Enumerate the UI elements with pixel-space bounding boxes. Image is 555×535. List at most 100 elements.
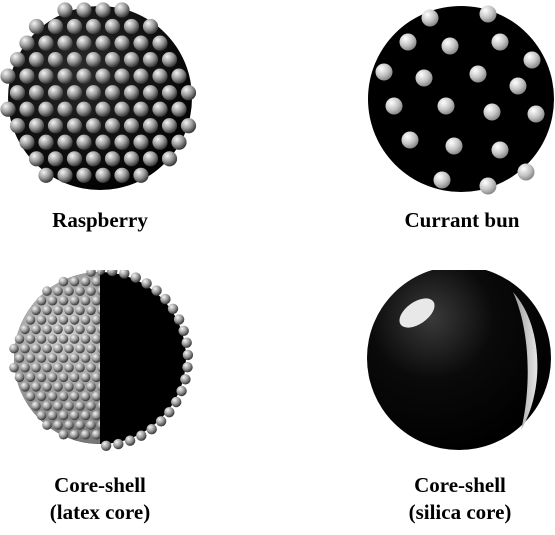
surface-bead: [19, 102, 34, 117]
inclusion-dot: [416, 70, 433, 87]
latex-bead: [31, 382, 41, 392]
latex-bead: [70, 315, 80, 325]
surface-bead: [124, 151, 139, 166]
latex-bead: [53, 306, 63, 316]
inclusion-dot: [386, 98, 403, 115]
surface-bead: [38, 102, 53, 117]
latex-bead: [92, 277, 102, 287]
surface-bead: [105, 52, 120, 67]
raspberry-particle-diagram: [0, 0, 210, 200]
latex-bead: [31, 306, 41, 316]
surface-bead: [171, 135, 186, 150]
surface-bead: [86, 118, 101, 133]
latex-bead: [37, 334, 47, 344]
latex-bead: [59, 296, 69, 306]
currant-bun-particle-diagram: [350, 0, 555, 200]
latex-bead: [59, 411, 69, 421]
latex-bead: [86, 344, 96, 354]
currant-bun-caption: Currant bun: [372, 207, 552, 234]
inclusion-dot: [524, 52, 541, 69]
rim-bead: [101, 441, 111, 451]
rim-bead: [180, 374, 190, 384]
surface-bead: [86, 151, 101, 166]
surface-bead: [114, 135, 129, 150]
latex-bead: [64, 325, 74, 335]
surface-bead: [95, 168, 110, 183]
core-shell-silica-caption: Core-shell (silica core): [365, 472, 555, 526]
surface-bead: [124, 19, 139, 34]
surface-bead: [38, 168, 53, 183]
latex-bead: [20, 344, 30, 354]
latex-bead: [64, 420, 74, 430]
latex-bead: [20, 382, 30, 392]
inclusion-dot: [480, 6, 497, 23]
rim-bead: [156, 416, 166, 426]
latex-bead: [59, 430, 69, 440]
surface-bead: [57, 135, 72, 150]
latex-bead: [31, 325, 41, 335]
latex-bead: [48, 373, 58, 383]
surface-bead: [143, 85, 158, 100]
latex-bead: [37, 373, 47, 383]
surface-bead: [114, 36, 129, 51]
surface-bead: [143, 151, 158, 166]
rim-bead: [182, 362, 192, 372]
latex-bead: [48, 315, 58, 325]
surface-bead: [105, 151, 120, 166]
rim-bead: [164, 407, 174, 417]
latex-bead: [70, 392, 80, 402]
raspberry-caption: Raspberry: [0, 207, 200, 234]
latex-bead: [42, 420, 52, 430]
inclusion-dot: [480, 178, 497, 195]
latex-bead: [92, 430, 102, 440]
surface-bead: [152, 36, 167, 51]
latex-bead: [42, 306, 52, 316]
surface-bead: [133, 69, 148, 84]
surface-bead: [86, 52, 101, 67]
surface-bead: [143, 52, 158, 67]
caption-line-2: (silica core): [365, 499, 555, 526]
surface-bead: [48, 151, 63, 166]
inclusion-dot: [484, 104, 501, 121]
surface-bead: [10, 118, 25, 133]
rim-bead: [160, 294, 170, 304]
rim-bead: [183, 350, 193, 360]
surface-bead: [29, 19, 44, 34]
inclusion-dot: [402, 132, 419, 149]
latex-bead: [75, 325, 85, 335]
surface-bead: [67, 52, 82, 67]
latex-bead: [70, 353, 80, 363]
latex-bead: [59, 353, 69, 363]
latex-bead: [26, 392, 36, 402]
surface-bead: [67, 19, 82, 34]
latex-bead: [37, 353, 47, 363]
latex-bead: [59, 392, 69, 402]
latex-bead: [92, 334, 102, 344]
inclusion-dot: [492, 34, 509, 51]
surface-bead: [105, 85, 120, 100]
latex-bead: [70, 373, 80, 383]
rim-bead: [168, 304, 178, 314]
surface-bead: [114, 102, 129, 117]
surface-bead: [38, 69, 53, 84]
surface-bead: [57, 69, 72, 84]
latex-bead: [42, 382, 52, 392]
surface-bead: [162, 151, 177, 166]
latex-bead: [64, 344, 74, 354]
rim-bead: [176, 386, 186, 396]
surface-bead: [29, 118, 44, 133]
surface-bead: [38, 36, 53, 51]
rim-bead: [182, 338, 192, 348]
latex-bead: [64, 306, 74, 316]
latex-bead: [37, 315, 47, 325]
surface-bead: [95, 102, 110, 117]
latex-bead: [81, 373, 91, 383]
latex-bead: [53, 382, 63, 392]
surface-bead: [48, 85, 63, 100]
inclusion-dot: [442, 38, 459, 55]
latex-bead: [37, 392, 47, 402]
latex-bead: [92, 296, 102, 306]
surface-bead: [114, 69, 129, 84]
inclusion-dot: [528, 106, 545, 123]
surface-bead: [143, 19, 158, 34]
